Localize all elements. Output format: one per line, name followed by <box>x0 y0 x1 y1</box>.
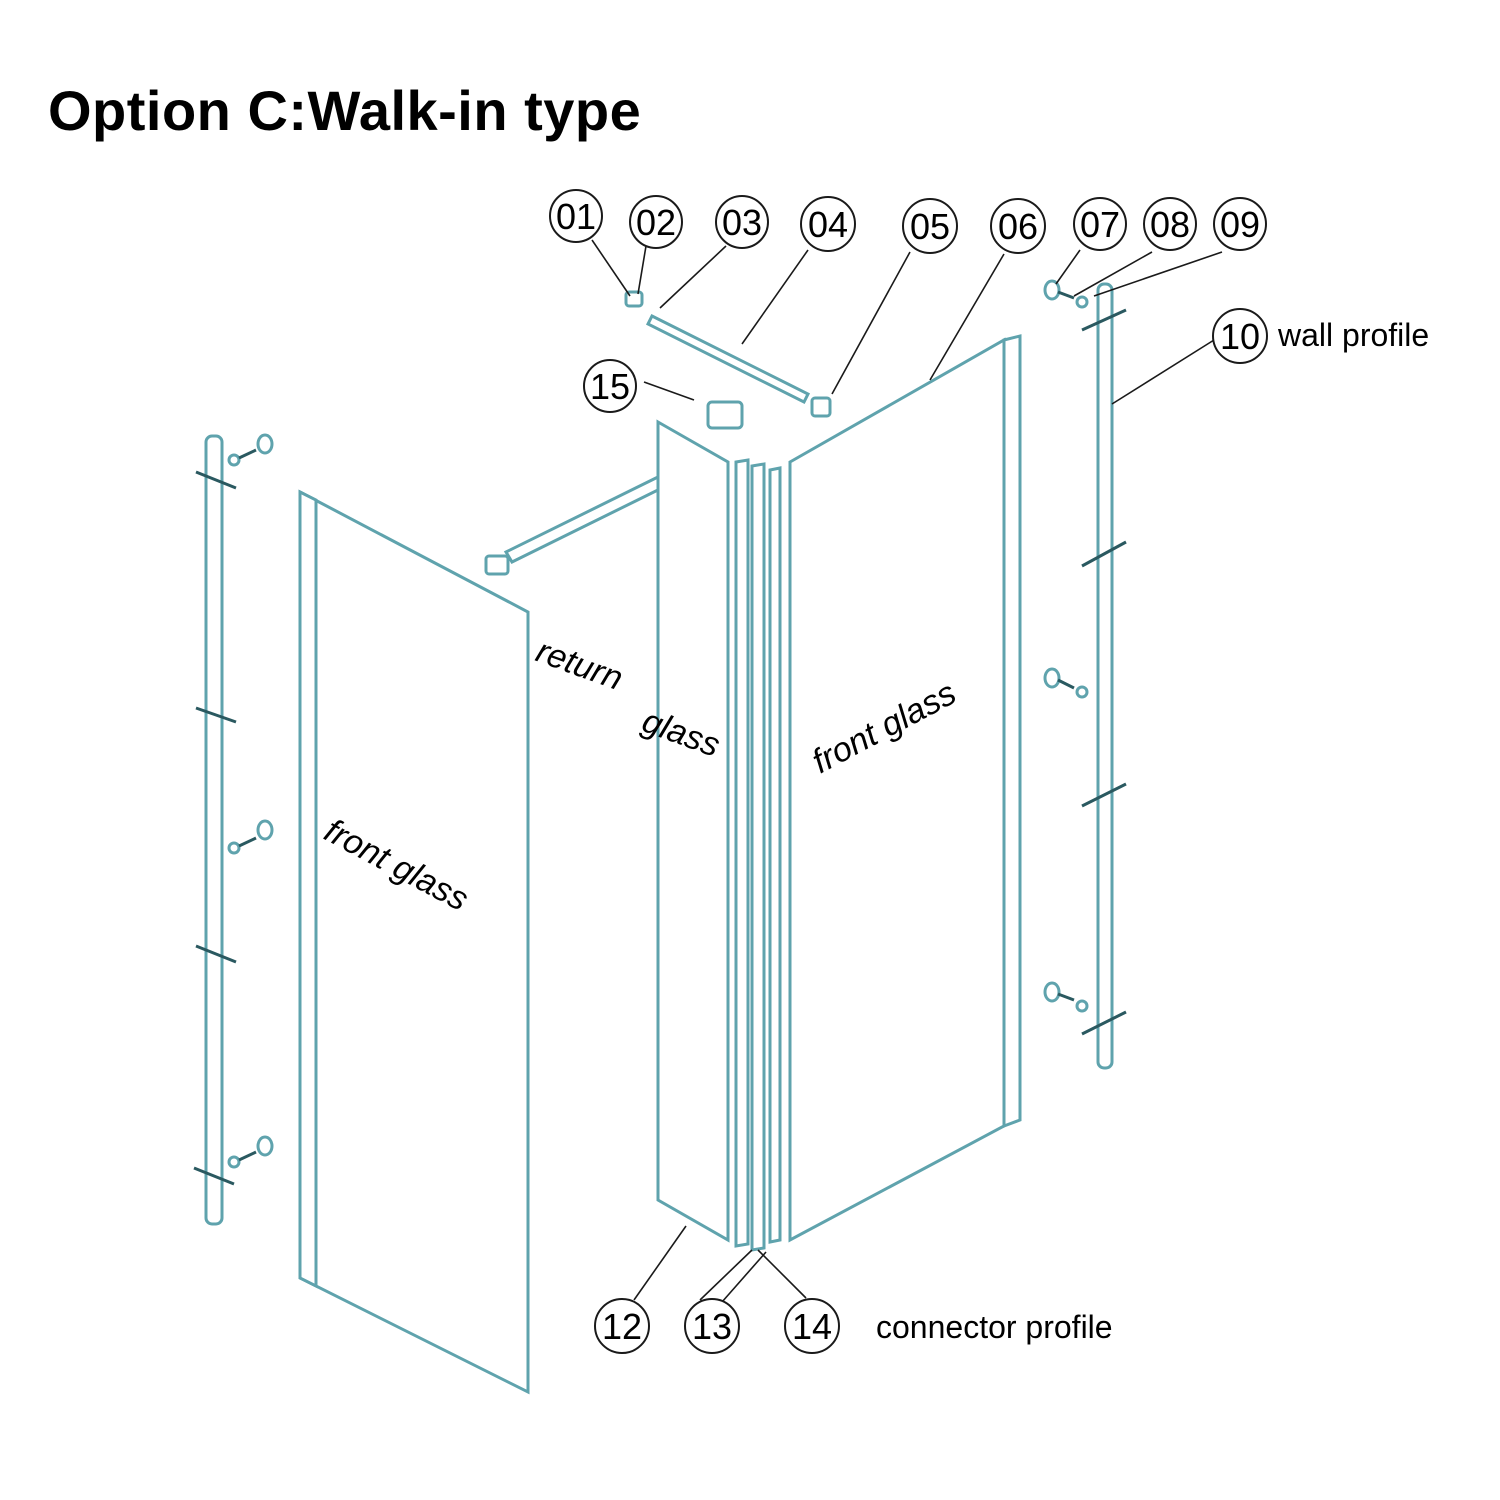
bracket-icon <box>810 396 832 418</box>
clip-icon <box>706 400 744 430</box>
callout-number: 03 <box>722 202 762 243</box>
callout-number: 04 <box>808 204 848 245</box>
screw-icon <box>227 819 274 855</box>
callout-number: 10 <box>1220 316 1260 357</box>
callout-number: 08 <box>1150 204 1190 245</box>
return-glass-panel: return glass <box>531 419 730 1243</box>
left-wall-profile <box>193 434 237 1226</box>
callout-number: 01 <box>556 196 596 237</box>
left-wall-screws <box>227 433 274 1169</box>
callout-number: 02 <box>636 202 676 243</box>
callout-08: 08 <box>1143 197 1197 251</box>
connector-profiles <box>734 458 782 1252</box>
callout-07: 07 <box>1073 197 1127 251</box>
callout-15: 15 <box>583 359 637 413</box>
callout-06: 06 <box>990 198 1046 254</box>
callout-10: 10 <box>1212 308 1268 364</box>
callout-number: 09 <box>1220 204 1260 245</box>
callout-14: 14 <box>784 1298 840 1354</box>
callout-02: 02 <box>629 195 683 249</box>
right-wall-screws <box>1043 279 1089 1013</box>
screw-icon <box>227 1135 274 1169</box>
screw-icon <box>227 433 274 467</box>
stabilizer-bar-top <box>624 290 832 430</box>
page-title: Option C:Walk-in type <box>48 79 642 142</box>
screw-icon <box>1043 279 1089 309</box>
stabilizer-bar-lower <box>484 474 669 576</box>
callout-number: 14 <box>792 1306 832 1347</box>
screw-icon <box>1043 667 1089 699</box>
front-glass-left-panel: front glass <box>298 489 530 1395</box>
callout-number: 15 <box>590 366 630 407</box>
leader-lines <box>591 239 1223 1303</box>
screw-icon <box>1043 981 1089 1013</box>
return-glass-label-a: return <box>531 632 627 698</box>
wall-profile-label: wall profile <box>1277 317 1429 353</box>
callout-number: 07 <box>1080 204 1120 245</box>
callout-12: 12 <box>594 1298 650 1354</box>
callout-09: 09 <box>1213 197 1267 251</box>
callout-number: 05 <box>910 206 950 247</box>
callout-05: 05 <box>902 198 958 254</box>
connector-profile-label: connector profile <box>876 1309 1113 1345</box>
right-wall-profile <box>1081 282 1127 1070</box>
callout-03: 03 <box>715 195 769 249</box>
callout-04: 04 <box>800 196 856 252</box>
front-glass-right-panel: front glass <box>788 334 1022 1243</box>
callout-13: 13 <box>684 1298 740 1354</box>
callout-number: 13 <box>692 1306 732 1347</box>
callout-01: 01 <box>549 189 603 243</box>
callout-number: 06 <box>998 206 1038 247</box>
callout-number: 12 <box>602 1306 642 1347</box>
